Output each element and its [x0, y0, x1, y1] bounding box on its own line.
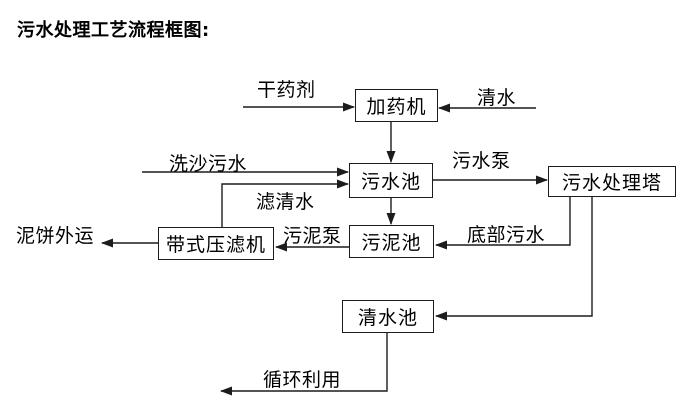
arrow-tower-to-sludge-pool	[435, 197, 571, 250]
edge-label-sewage-pump: 污水泵	[452, 150, 511, 172]
node-clean-water-pool: 清水池	[342, 300, 434, 333]
edge-label-sand-wash-sewage: 洗沙污水	[169, 153, 248, 175]
arrow-filtered-water-to-sewage-pool	[221, 179, 349, 227]
node-sludge-pool-label: 污泥池	[361, 232, 422, 254]
edge-label-filtered-water: 滤清水	[256, 191, 315, 213]
node-treatment-tower-label: 污水处理塔	[561, 172, 662, 194]
edge-label-sludge-pump: 污泥泵	[283, 225, 342, 247]
edge-label-bottom-sewage: 底部污水	[467, 224, 546, 246]
edge-label-dry-agent: 干药剂	[257, 79, 316, 101]
node-belt-filter-press: 带式压滤机	[158, 227, 274, 260]
arrow-clean-pool-to-recycle	[220, 333, 388, 396]
node-sludge-pool: 污泥池	[349, 225, 434, 258]
node-sewage-pool-label: 污水池	[360, 171, 421, 193]
edge-label-clean-water: 清水	[477, 87, 517, 109]
edge-label-mud-cake-out: 泥饼外运	[16, 225, 95, 247]
node-treatment-tower: 污水处理塔	[548, 166, 676, 197]
node-clean-water-pool-label: 清水池	[357, 307, 418, 329]
node-dosing-machine-label: 加药机	[366, 96, 427, 118]
diagram-title: 污水处理工艺流程框图:	[17, 20, 210, 41]
node-dosing-machine: 加药机	[355, 89, 438, 122]
node-sewage-pool: 污水池	[349, 163, 433, 198]
node-belt-filter-press-label: 带式压滤机	[165, 234, 266, 256]
arrow-tower-to-clean-pool	[435, 197, 593, 321]
edge-label-recycle: 循环利用	[263, 369, 342, 391]
